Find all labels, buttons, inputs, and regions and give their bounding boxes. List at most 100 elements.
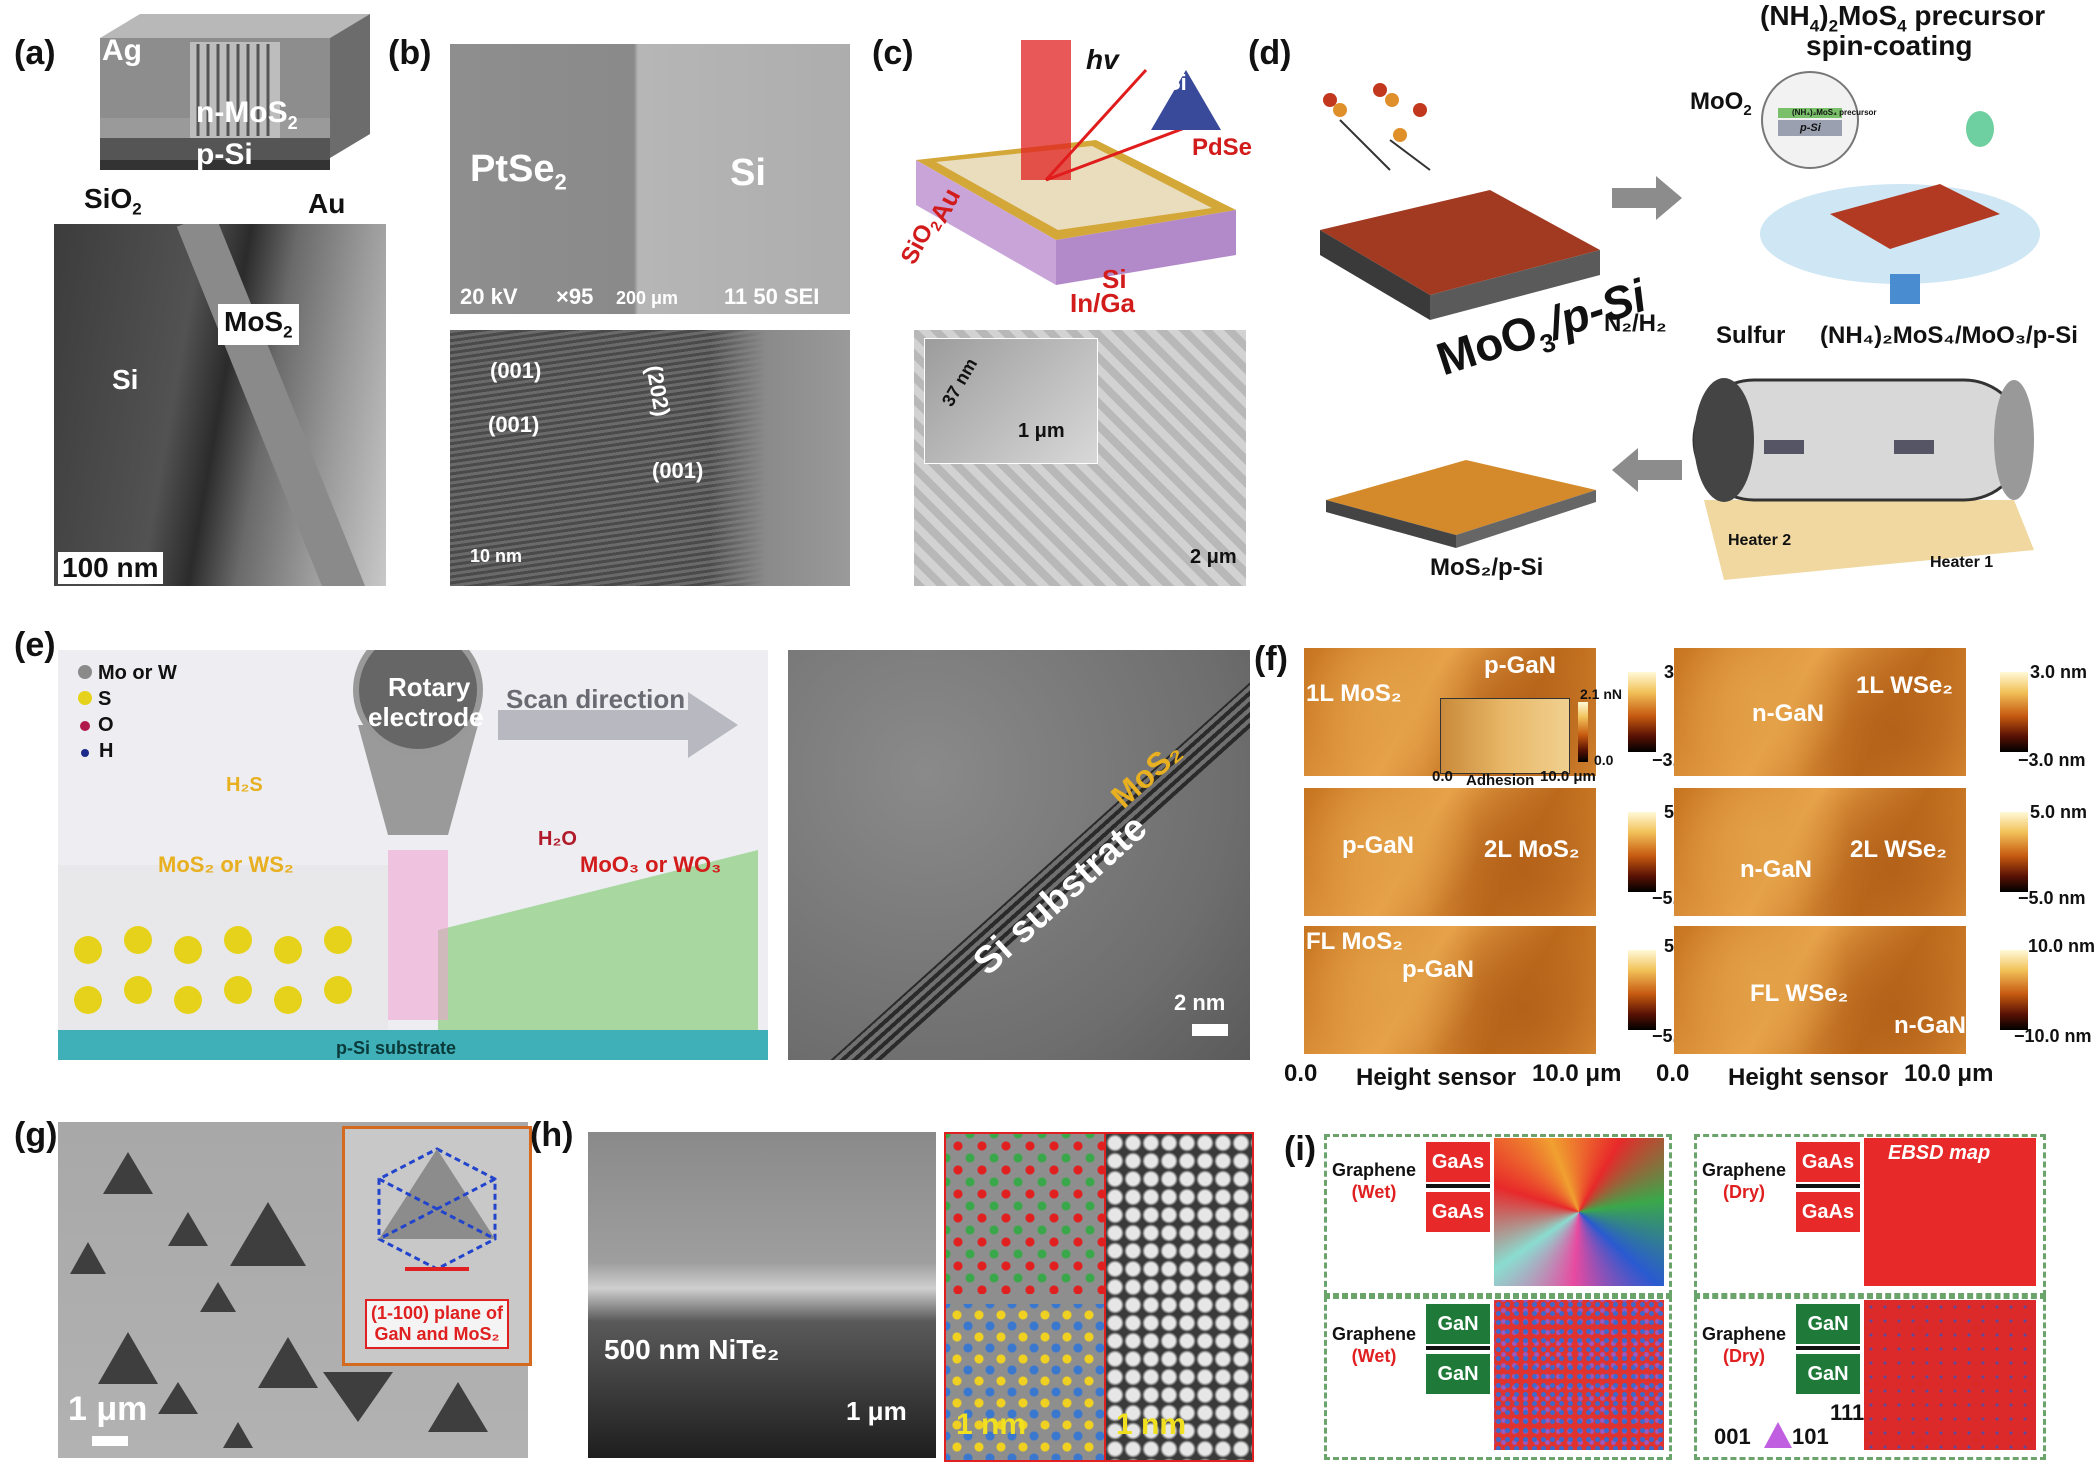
label-in-ga: In/Ga: [1070, 288, 1136, 318]
label-rotary: Rotary: [388, 672, 471, 702]
scale-bar-h-sem: 1 μm: [846, 1396, 907, 1426]
label-h2s: H₂S: [226, 774, 263, 796]
legend-label: H: [99, 740, 114, 762]
label-ag: Ag: [102, 34, 142, 67]
hrtem-image-b: [450, 330, 850, 586]
label-psi-substrate-e: p-Si substrate: [336, 1038, 457, 1058]
afm-label: n-GaN: [1740, 856, 1812, 883]
mos2-psi-substrate: [1316, 440, 1606, 550]
afm-map-fl-mos2: [1304, 926, 1596, 1054]
label-mos2-tem: MoS2: [218, 304, 299, 345]
scale-bar-a: 100 nm: [58, 552, 163, 584]
arrow-left-d: [1612, 448, 1682, 497]
label-mos2-psi: MoS₂/p-Si: [1430, 554, 1544, 581]
label-pdse: PdSe: [1192, 134, 1253, 161]
scale-bar-b: 10 nm: [470, 546, 523, 566]
afm-label: 2L WSe₂: [1850, 836, 1947, 863]
axis-x0-right: 0.0: [1656, 1060, 1690, 1087]
afm-map-1l-wse2: [1674, 648, 1966, 776]
afm-label: 1L WSe₂: [1856, 672, 1953, 699]
mos2-psi-svg: [1326, 460, 1596, 548]
sem-scale: 200 μm: [616, 288, 679, 308]
afm-map-2l-wse2: [1674, 788, 1966, 916]
adhesion-max: 2.1 nN: [1580, 686, 1623, 702]
inset-g: (1-100) plane of GaN and MoS₂: [342, 1126, 532, 1366]
label-moo2: MoO2: [1690, 88, 1752, 119]
colorbar-5: [1628, 950, 1656, 1030]
stem-image-h-right: [1104, 1132, 1254, 1462]
label-condition: (Dry): [1722, 1182, 1765, 1202]
legend-item: Mo or W: [78, 662, 177, 688]
panel-label-f: (f): [1254, 640, 1288, 678]
label-ori-101: 101: [1792, 1424, 1829, 1449]
tag-top: GaN: [1796, 1304, 1860, 1344]
s-dot: [78, 691, 92, 705]
label-precursor: (NH4)2MoS4 precursor: [1760, 0, 2046, 36]
panel-label-c: (c): [872, 34, 914, 72]
plane-001-c: (001): [652, 458, 704, 483]
label-condition: (Wet): [1351, 1346, 1397, 1366]
adhesion-min: 0.0: [1594, 752, 1614, 768]
scale-bar-e: 2 nm: [1174, 990, 1226, 1015]
label-hv: hv: [1086, 44, 1119, 75]
label-ebsd-map: EBSD map: [1888, 1142, 1991, 1164]
panel-label-g: (g): [14, 1116, 58, 1154]
label-ori-001: 001: [1714, 1424, 1751, 1449]
label-heater1: Heater 1: [1930, 554, 1994, 571]
moo3-psi-substrate: [1300, 80, 1610, 340]
adhesion-label: Adhesion: [1466, 772, 1535, 789]
sem-kv: 20 kV: [460, 284, 518, 309]
axis-x1-left: 10.0 μm: [1532, 1060, 1622, 1087]
tem-image-e: [788, 650, 1250, 1060]
hexagon-svg: [377, 1147, 497, 1271]
panel-label-a: (a): [14, 34, 56, 72]
o-dot: [80, 721, 90, 731]
inset-g-line2: GaN and MoS₂: [374, 1324, 500, 1344]
colorbar-max: 10.0 nm: [2028, 936, 2096, 956]
colorbar-2: [2000, 672, 2028, 752]
label-si-c: Si: [1102, 264, 1127, 294]
graphene-line: [1426, 1184, 1490, 1188]
afm-label: FL MoS₂: [1306, 928, 1403, 955]
spin-coater-svg: [1760, 71, 2040, 304]
legend-label: S: [98, 688, 112, 710]
plane-001-a: (001): [490, 358, 542, 383]
inset-g-line1: (1-100) plane of: [370, 1303, 504, 1323]
stem-image-h-left: [944, 1132, 1108, 1462]
sem-image-b: [450, 44, 850, 314]
adhesion-x1: 10.0 μm: [1540, 768, 1596, 785]
inset-g-label: (1-100) plane of GaN and MoS₂: [365, 1299, 509, 1349]
axis-x0-left: 0.0: [1284, 1060, 1318, 1087]
tube-furnace: [1684, 350, 2044, 590]
tag-top: GaN: [1426, 1304, 1490, 1344]
afm-label: 2L MoS₂: [1484, 836, 1580, 863]
label-electrode: electrode: [368, 702, 484, 732]
ebsd-map-gaas-dry: [1864, 1138, 2036, 1286]
label-si-b: Si: [730, 152, 766, 194]
scale-bar-g-line: [92, 1436, 128, 1446]
tag-bottom: GaAs: [1426, 1192, 1490, 1232]
afm-label: 1L MoS₂: [1306, 680, 1402, 707]
colorbar-6: [2000, 950, 2028, 1030]
afm-label: n-GaN: [1894, 1012, 1966, 1039]
ebsd-map-gan-wet: [1494, 1300, 1664, 1450]
plane-001-b: (001): [488, 412, 540, 437]
device-schematic-svg: [100, 14, 370, 170]
graphene-line: [1426, 1346, 1490, 1350]
legend-e: Mo or W S O H: [78, 662, 177, 766]
label-h2o: H₂O: [538, 828, 577, 850]
sem-sei: 11 50 SEI: [724, 284, 820, 309]
moo3-psi-svg: [1320, 83, 1600, 320]
inset-precursor-text: (NH₄)₂MoS₄ precursor: [1792, 108, 1877, 117]
label-spin-coating: spin-coating: [1806, 30, 1973, 61]
label-graphene: Graphene: [1331, 1324, 1417, 1344]
label-nite2: 500 nm NiTe₂: [604, 1334, 780, 1365]
sem-image-h: [588, 1132, 936, 1458]
tag-top: GaAs: [1796, 1142, 1860, 1182]
tem-image-a: [54, 224, 386, 586]
colorbar-4: [2000, 812, 2028, 892]
label-moo3-wo3: MoO₃ or WO₃: [580, 852, 722, 877]
afm-label: p-GaN: [1342, 832, 1414, 859]
scale-bar-h-b: 1 nm: [1116, 1408, 1187, 1441]
axis-label-right: Height sensor: [1728, 1064, 1889, 1091]
